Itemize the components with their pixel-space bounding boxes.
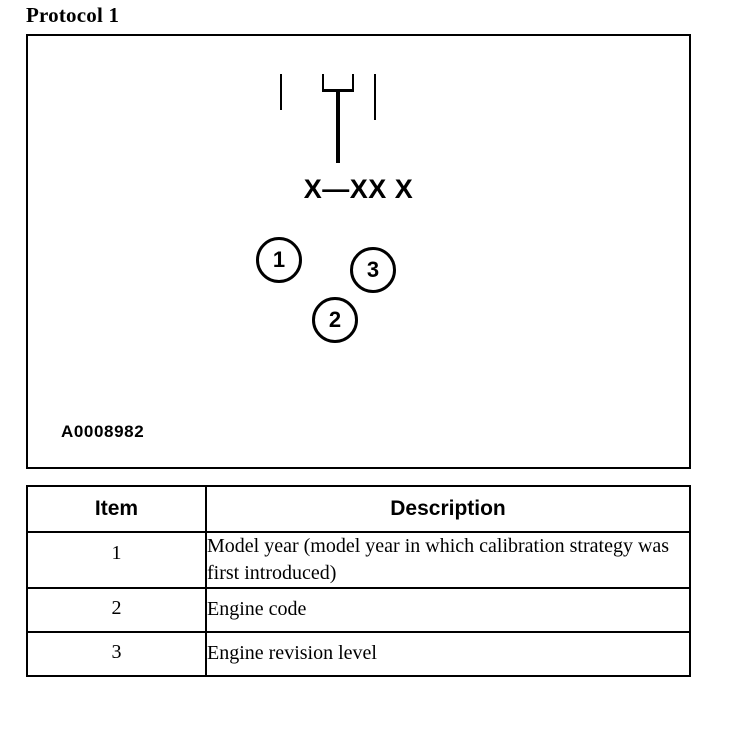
- leader-line-1: [280, 74, 282, 110]
- table-row: 1 Model year (model year in which calibr…: [26, 531, 691, 589]
- cell-item-number: 3: [26, 631, 207, 677]
- table-row: 2 Engine code: [26, 587, 691, 633]
- cell-item-description: Engine code: [205, 587, 691, 633]
- figure-id-label: A0008982: [61, 422, 145, 441]
- calibration-code-label: X—XX X: [303, 174, 414, 204]
- cell-item-number: 1: [26, 531, 207, 589]
- leader-line-2: [336, 89, 340, 163]
- page-title: Protocol 1: [26, 3, 120, 27]
- item-description-table: Item Description 1 Model year (model yea…: [26, 485, 691, 677]
- cell-item-description: Engine revision level: [205, 631, 691, 677]
- table-row: 3 Engine revision level: [26, 631, 691, 677]
- column-header-item: Item: [26, 485, 207, 533]
- bracket-left-stub: [322, 74, 324, 91]
- callout-marker-1: 1: [256, 237, 302, 283]
- callout-marker-2: 2: [312, 297, 358, 343]
- bracket-right-stub: [352, 74, 354, 91]
- cell-item-description: Model year (model year in which calibrat…: [205, 531, 691, 589]
- figure-diagram: X—XX X 1 2 3 A0008982: [28, 36, 689, 467]
- cell-item-number: 2: [26, 587, 207, 633]
- figure-box: X—XX X 1 2 3 A0008982: [26, 34, 691, 469]
- leader-line-3: [374, 74, 376, 120]
- table-header-row: Item Description: [26, 485, 691, 533]
- callout-marker-3: 3: [350, 247, 396, 293]
- column-header-description: Description: [205, 485, 691, 533]
